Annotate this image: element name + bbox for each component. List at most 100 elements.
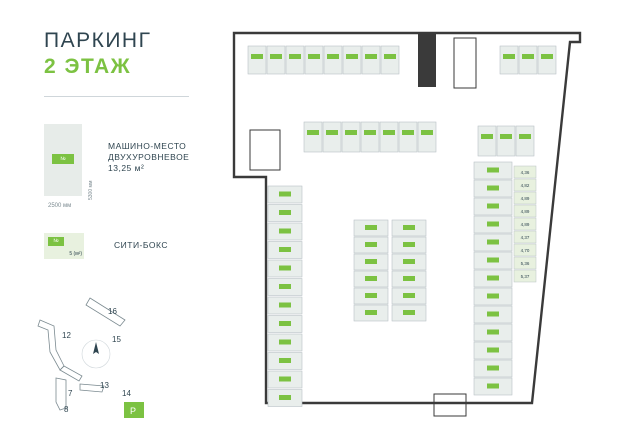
spot-number-chip [487,347,499,353]
parking-spot[interactable] [303,121,323,153]
parking-spot[interactable] [304,45,324,75]
city-box[interactable] [513,165,537,179]
spot-number-chip [383,130,395,135]
legend-width-dimension: 2500 мм [48,203,72,209]
parking-spot[interactable] [537,45,557,75]
spot-number-chip [487,257,499,263]
spot-number-chip [487,203,499,209]
parking-spot[interactable] [361,45,381,75]
north-arrow-icon [93,342,99,354]
spot-number-chip [308,54,320,59]
city-box[interactable] [513,204,537,218]
city-box-size-label: 5,36 [521,261,530,266]
parking-spot[interactable] [285,45,305,75]
spot-number-chip [487,365,499,371]
page-title: ПАРКИНГ [44,29,152,52]
parking-spot[interactable] [247,45,267,75]
city-box[interactable] [513,269,537,283]
city-box-size-label: 4,89 [521,222,530,227]
spot-number-chip [487,293,499,299]
spot-number-chip [403,310,415,315]
parking-spot[interactable] [477,125,497,157]
spot-number-chip [279,228,291,234]
parking-spot[interactable] [322,121,342,153]
parking-spot[interactable] [515,125,535,157]
spot-number-chip [279,321,291,326]
parking-spot[interactable] [323,45,343,75]
parking-spot[interactable] [496,125,516,157]
spot-number-chip [365,54,377,59]
parking-spot[interactable] [518,45,538,75]
spot-number-chip [279,302,291,308]
spot-number-chip [279,210,291,215]
spot-number-chip [279,265,291,271]
parking-spot[interactable] [341,121,361,153]
parking-spot[interactable] [398,121,418,153]
city-box[interactable] [513,243,537,257]
spot-number-chip [365,242,377,247]
spot-number-chip [279,358,291,363]
city-box[interactable] [513,191,537,205]
parking-spot[interactable] [417,121,437,153]
city-box-size-label: 4,70 [521,248,530,253]
spot-number-chip [487,239,499,245]
spot-number-chip [279,376,291,382]
legend-parking-line3: 13,25 м² [108,163,145,173]
spot-number-chip [519,134,531,139]
legend-parking-line1: МАШИНО-МЕСТО [108,141,187,151]
parking-spot[interactable] [342,45,362,75]
building-16-label: 16 [108,307,117,316]
parking-spot[interactable] [379,121,399,153]
city-boxes-layer: 4,364,824,894,894,894,374,705,365,37 [513,165,537,283]
building-12-label: 12 [62,331,71,340]
spot-number-chip [403,276,415,281]
city-box[interactable] [513,217,537,231]
building-15-label: 15 [112,335,121,344]
spot-number-chip [522,54,534,59]
building-14-label: 14 [122,389,131,398]
legend-citybox-size: 5 (м²) [69,251,82,257]
parking-spot[interactable] [360,121,380,153]
spot-number-chip [251,54,263,59]
spot-number-chip [487,383,499,389]
elevator-shaft [418,33,436,87]
city-box-size-label: 4,89 [521,196,530,201]
city-box-size-label: 4,37 [521,235,530,240]
legend-parking-chip: № [52,154,74,164]
spot-number-chip [500,134,512,139]
parking-spot[interactable] [499,45,519,75]
city-box[interactable] [513,230,537,244]
spot-number-chip [403,225,415,230]
spot-number-chip [289,54,301,59]
divider [44,96,189,97]
city-box-size-label: 4,36 [521,170,530,175]
spot-number-chip [364,130,376,135]
parking-spot[interactable] [266,45,286,75]
spot-number-chip [326,130,338,135]
stair-south [433,393,467,417]
spot-number-chip [403,242,415,247]
parking-spots-layer [247,45,557,407]
spot-number-chip [365,225,377,230]
legend-parking-line2: ДВУХУРОВНЕВОЕ [108,152,190,162]
legend-citybox: № 5 (м²) [44,233,84,259]
floor-plan: 4,364,824,894,894,894,374,705,365,37 [232,31,582,417]
site-minimap: P 16 12 15 13 14 7 8 [37,297,144,418]
stair-west [249,129,281,171]
spot-number-chip [327,54,339,59]
building-13-label: 13 [100,381,109,390]
spot-number-chip [365,276,377,281]
spot-number-chip [487,221,499,227]
spot-number-chip [279,339,291,345]
spot-number-chip [270,54,282,59]
spot-number-chip [279,247,291,252]
city-box[interactable] [513,256,537,270]
spot-number-chip [487,311,499,317]
parking-spot[interactable] [380,45,400,75]
spot-number-chip [365,310,377,315]
spot-number-chip [487,167,499,173]
city-box[interactable] [513,178,537,192]
city-box-size-label: 4,89 [521,209,530,214]
spot-number-chip [487,275,499,281]
building-8-label: 8 [64,405,69,414]
